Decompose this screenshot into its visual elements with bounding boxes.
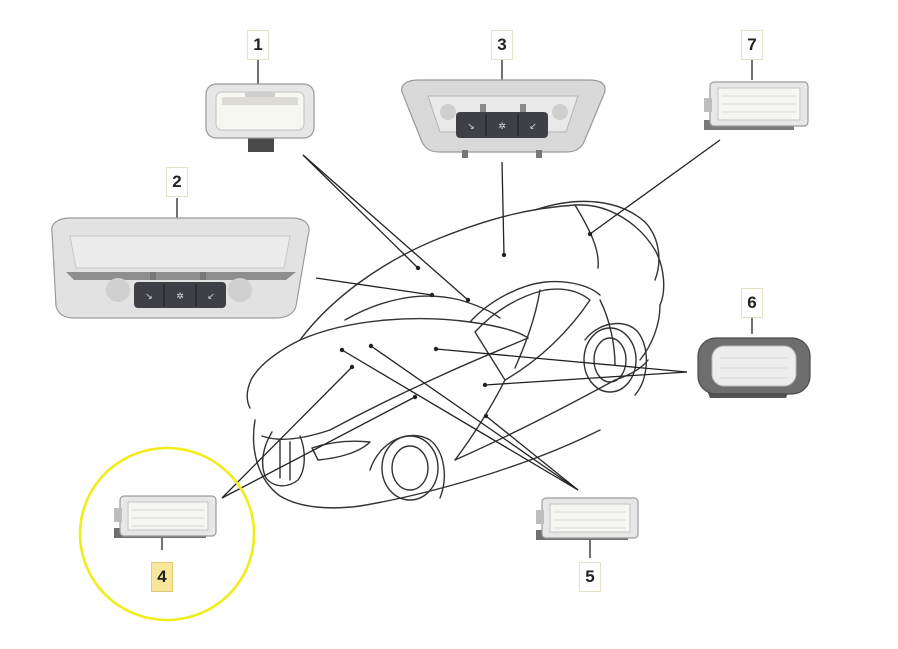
part-2-roof-console: ↘ ✲ ↙ <box>51 217 310 319</box>
part-7-lamp <box>704 81 809 130</box>
reading-lamp-right-icon: ↙ <box>207 292 215 302</box>
reading-lamp-left-icon: ↘ <box>145 292 153 302</box>
light-icon: ✲ <box>176 292 184 302</box>
callout-6: 6 <box>741 288 763 318</box>
callout-2: 2 <box>166 167 188 197</box>
callout-3: 3 <box>491 30 513 60</box>
light-icon: ✲ <box>498 122 506 132</box>
part-6-lamp <box>697 337 811 398</box>
highlight-circle <box>78 446 256 622</box>
reading-lamp-left-icon: ↘ <box>467 122 475 132</box>
callout-7: 7 <box>741 30 763 60</box>
reading-lamp-right-icon: ↙ <box>529 122 537 132</box>
callout-4: 4 <box>151 562 173 592</box>
callout-1: 1 <box>247 30 269 60</box>
part-3-overhead-console: ↘ ✲ ↙ <box>401 79 606 158</box>
leader-points <box>339 231 593 419</box>
callout-5: 5 <box>579 562 601 592</box>
part-4-lamp <box>114 495 217 538</box>
leader-lines <box>161 60 753 558</box>
car-outline <box>246 200 665 509</box>
part-1-interior-lamp <box>205 83 315 152</box>
part-5-lamp <box>536 497 639 540</box>
